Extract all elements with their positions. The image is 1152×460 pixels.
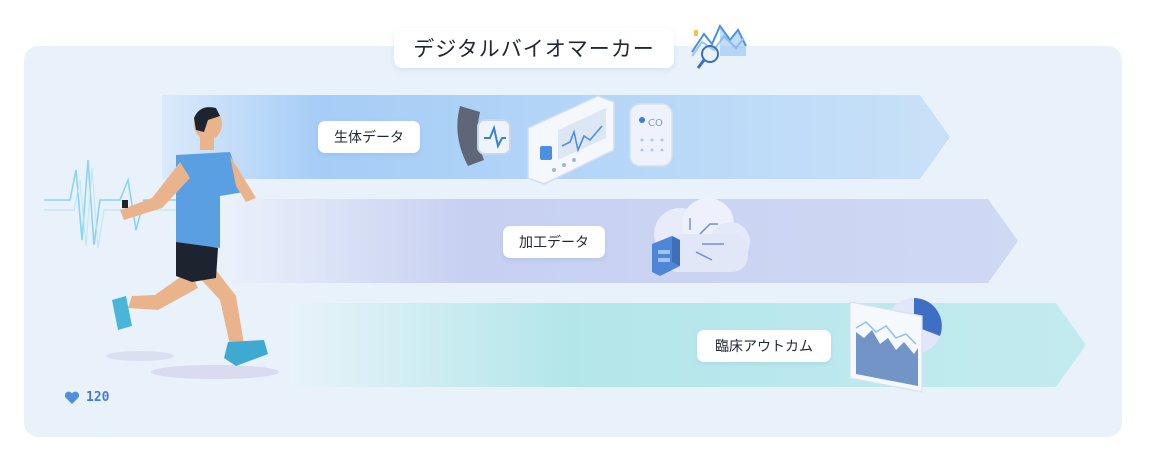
diagram-title: デジタルバイオマーカー bbox=[394, 28, 674, 68]
runner-illustration bbox=[106, 107, 279, 379]
stage-band-clinical bbox=[290, 303, 1086, 387]
magnifier-chart-icon bbox=[691, 23, 747, 69]
stage-label-processed: 加工データ bbox=[503, 226, 605, 258]
analytics-chart-icon bbox=[849, 298, 942, 393]
heart-rate-stat: 120 bbox=[64, 390, 109, 405]
stage-label-biometric: 生体データ bbox=[318, 121, 420, 153]
stage-label-clinical: 臨床アウトカム bbox=[697, 330, 831, 362]
heart-rate-value: 120 bbox=[86, 390, 110, 405]
stage-band-processed bbox=[232, 199, 1018, 283]
svg-text:CO: CO bbox=[648, 118, 663, 129]
co2-sensor-icon: CO bbox=[629, 103, 673, 167]
heart-icon bbox=[64, 391, 80, 404]
smartwatch-icon bbox=[457, 106, 511, 166]
ecg-monitor-icon bbox=[527, 95, 615, 185]
cloud-server-icon bbox=[652, 198, 750, 276]
heartbeat-wave-icon bbox=[44, 159, 180, 249]
